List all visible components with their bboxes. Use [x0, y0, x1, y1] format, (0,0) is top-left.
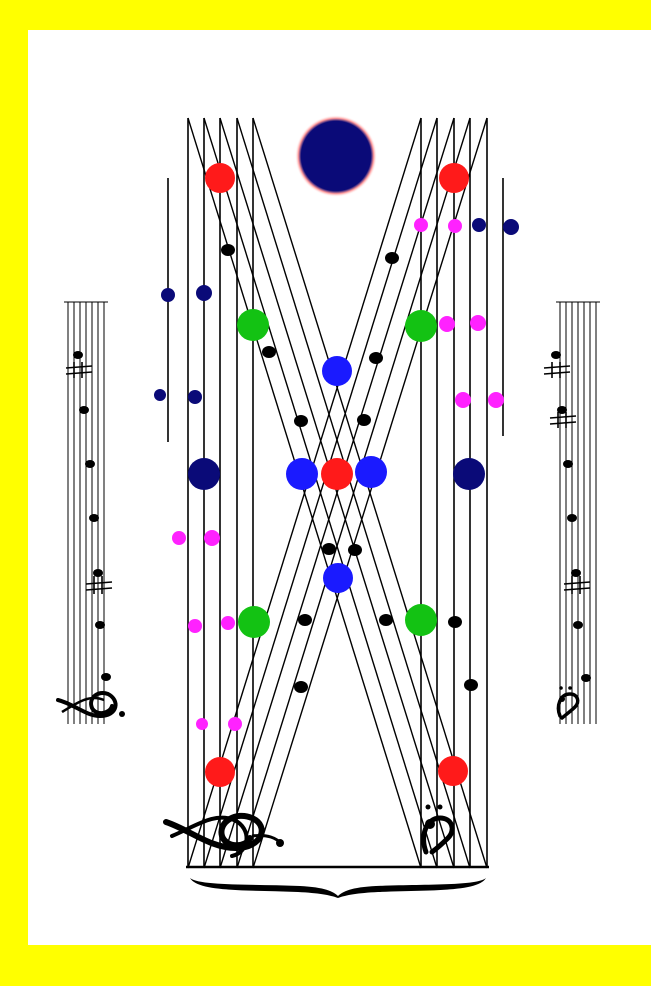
treble-clef-icon — [56, 691, 125, 719]
left-small-staff — [56, 301, 125, 724]
bass-clef-icon — [556, 686, 580, 720]
sharp-icon — [65, 362, 113, 594]
crossing-staff-lines — [187, 117, 488, 869]
blue-dots — [286, 356, 387, 593]
right-small-staff — [543, 301, 600, 724]
central-staff — [167, 118, 504, 868]
treble-clef-icon — [163, 812, 284, 858]
sharp-icon — [543, 362, 591, 594]
magenta-dots — [172, 218, 504, 731]
brace-icon — [190, 878, 486, 898]
black-notes — [221, 244, 478, 693]
bass-clef-icon — [421, 804, 455, 855]
green-dots — [237, 309, 437, 638]
navy-dots — [154, 218, 519, 490]
red-dots — [205, 163, 469, 787]
sun-circle — [295, 115, 377, 197]
